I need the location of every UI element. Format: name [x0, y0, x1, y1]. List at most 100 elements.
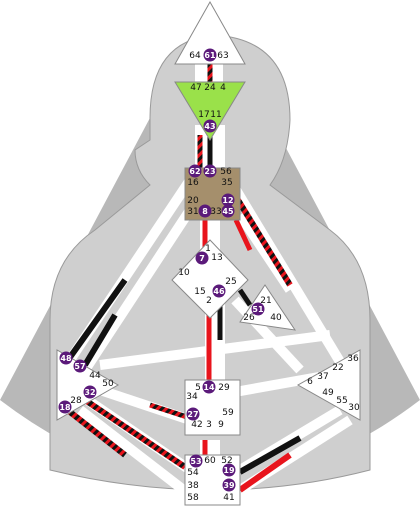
channels-activated: [65, 62, 302, 493]
channel-18-58: [68, 409, 127, 458]
gate-32: 32: [84, 388, 95, 397]
gate-26: 26: [243, 313, 255, 323]
gate-33: 33: [210, 207, 221, 217]
gate-38: 38: [187, 481, 199, 491]
gate-48: 48: [60, 354, 72, 363]
gate-3: 3: [206, 420, 212, 430]
gate-36: 36: [347, 354, 359, 364]
gate-58: 58: [187, 493, 199, 503]
gate-19: 19: [223, 466, 235, 475]
gate-18: 18: [59, 403, 71, 412]
channel-16-48: [65, 278, 128, 362]
gate-25: 25: [225, 277, 236, 287]
gate-61-badge: [203, 48, 217, 62]
gate-48-badge: [59, 351, 73, 365]
gate-55: 55: [336, 396, 347, 406]
gate-37: 37: [317, 372, 328, 382]
spleen-center: [56, 349, 120, 421]
channel-12-22: [235, 198, 293, 287]
gate-32-badge: [83, 385, 97, 399]
channel-32-54: [80, 395, 187, 470]
gate-49: 49: [322, 388, 334, 398]
gate-45: 45: [222, 207, 234, 216]
channel-19-49: [238, 435, 302, 475]
gate-57: 57: [74, 362, 85, 371]
gate-10: 10: [178, 268, 190, 278]
g-center: [171, 239, 249, 319]
gate-29: 29: [218, 383, 230, 393]
gate-15: 15: [194, 287, 205, 297]
ajna-center: [174, 81, 246, 141]
head-center: [174, 0, 246, 65]
gate-23: 23: [204, 167, 215, 176]
channel-45-21: [233, 218, 253, 252]
gate-51: 51: [252, 305, 264, 314]
gate-30: 30: [348, 403, 360, 413]
gate-13: 13: [211, 253, 222, 263]
gate-53-badge: [189, 454, 203, 468]
gate-20: 20: [187, 196, 199, 206]
gate-50: 50: [102, 379, 114, 389]
gate-57-badge: [73, 359, 87, 373]
gate-41: 41: [223, 493, 234, 503]
solar-plexus-center: [296, 349, 361, 421]
gate-1: 1: [205, 244, 211, 254]
gate-9: 9: [218, 420, 224, 430]
gate-61: 61: [204, 51, 216, 60]
channel-25-51: [237, 288, 253, 307]
gate-27-badge: [186, 407, 200, 421]
gate-60: 60: [204, 456, 216, 466]
channel-39-55: [238, 452, 292, 493]
gate-54: 54: [187, 468, 199, 478]
gate-8-badge: [198, 204, 212, 218]
gate-45-badge: [221, 204, 235, 218]
channel-27-50: [149, 402, 188, 420]
gate-39-badge: [222, 478, 236, 492]
gate-12: 12: [222, 196, 233, 205]
gate-28: 28: [70, 396, 82, 406]
gate-24: 24: [204, 83, 216, 93]
gate-43: 43: [204, 122, 215, 131]
gate-16: 16: [187, 178, 199, 188]
gate-7-badge: [195, 251, 209, 265]
gate-8: 8: [202, 207, 208, 216]
gate-12-badge: [221, 193, 235, 207]
gate-14: 14: [203, 383, 215, 392]
gate-7: 7: [199, 254, 205, 263]
gate-21: 21: [260, 296, 271, 306]
gate-5: 5: [195, 383, 201, 393]
gate-35: 35: [221, 178, 232, 188]
gate-34: 34: [186, 392, 198, 402]
gate-19-badge: [222, 463, 236, 477]
gate-46: 46: [213, 287, 225, 296]
gate-53: 53: [190, 457, 201, 466]
gate-51-badge: [251, 302, 265, 316]
gate-40: 40: [270, 313, 282, 323]
gate-18-badge: [58, 400, 72, 414]
gate-62-badge: [188, 164, 202, 178]
gate-11: 11: [210, 110, 221, 120]
gate-14-badge: [202, 380, 216, 394]
gate-22: 22: [332, 363, 343, 373]
gate-4: 4: [220, 83, 226, 93]
gate-44: 44: [89, 371, 101, 381]
channel-20-57: [82, 313, 118, 367]
gate-31: 31: [187, 207, 198, 217]
gate-46-badge: [212, 284, 226, 298]
gate-63: 63: [217, 51, 228, 61]
gate-42: 42: [191, 420, 202, 430]
heart-center: [239, 284, 297, 331]
gate-6: 6: [307, 377, 313, 387]
gate-52: 52: [221, 456, 232, 466]
gate-17: 17: [198, 110, 209, 120]
gate-59: 59: [222, 408, 234, 418]
gate-27: 27: [187, 410, 198, 419]
gate-2: 2: [206, 296, 212, 306]
gate-47: 47: [190, 83, 201, 93]
gate-23-badge: [203, 164, 217, 178]
gate-64: 64: [189, 51, 201, 61]
gate-56: 56: [220, 167, 232, 177]
gate-39: 39: [223, 481, 235, 490]
